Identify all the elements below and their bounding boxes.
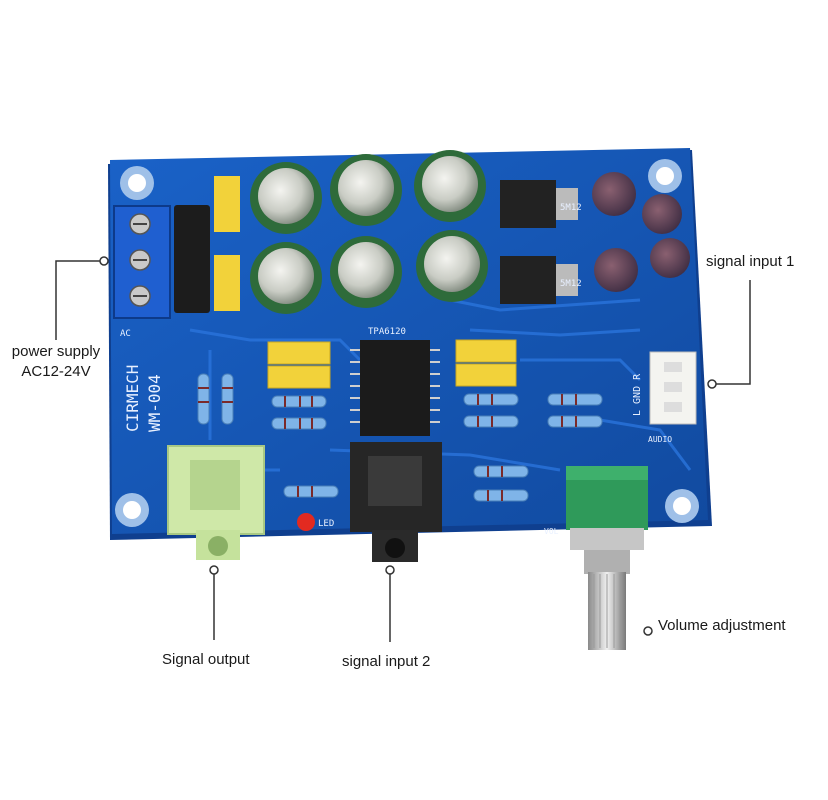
small-capacitors <box>592 172 690 292</box>
voltage-regulators: 5M12 5M12 <box>500 180 582 304</box>
input-header-connector: L GND R AUDIO <box>632 351 697 444</box>
model-text: WM-004 <box>145 374 164 432</box>
film-capacitor-pairs <box>267 339 517 389</box>
volume-leader-dot <box>643 626 653 636</box>
volume-adjustment-label: Volume adjustment <box>658 617 786 634</box>
audio-label: AUDIO <box>648 435 672 444</box>
signal-output-label: Signal output <box>162 651 250 668</box>
volume-potentiometer: VOL <box>544 466 648 650</box>
bridge-rectifier <box>174 205 210 313</box>
chip-label: TPA6120 <box>368 327 406 337</box>
power-voltage-label: AC12-24V <box>21 363 91 380</box>
input1-leader <box>712 280 751 385</box>
signal-input-1-label: signal input 1 <box>706 253 795 270</box>
brand-text: CIRMECH <box>123 365 142 432</box>
film-capacitor <box>214 255 240 311</box>
regulator-label: 5M12 <box>560 279 582 289</box>
lgr-label: L GND R <box>632 373 643 416</box>
red-led: LED <box>297 513 334 531</box>
vol-label: VOL <box>544 527 559 536</box>
amplifier-ic: TPA6120 <box>350 327 440 436</box>
ac-label: AC <box>120 329 131 339</box>
silkscreen-brand: CIRMECH WM-004 AC <box>120 329 164 432</box>
power-leader <box>55 260 104 340</box>
mounting-holes <box>115 159 699 527</box>
black-input-jack <box>350 442 442 562</box>
film-capacitor <box>214 176 240 232</box>
regulator-label: 5M12 <box>560 203 582 213</box>
power-supply-callout: power supply AC12-24V <box>4 342 108 382</box>
green-output-jack <box>167 445 265 560</box>
resistors <box>197 373 603 502</box>
power-terminal-block <box>113 205 171 319</box>
led-label: LED <box>318 519 334 529</box>
signal-input-2-label: signal input 2 <box>342 653 431 670</box>
callout-lines <box>55 256 751 642</box>
power-supply-label: power supply <box>11 343 101 360</box>
electrolytic-capacitors <box>250 150 488 314</box>
